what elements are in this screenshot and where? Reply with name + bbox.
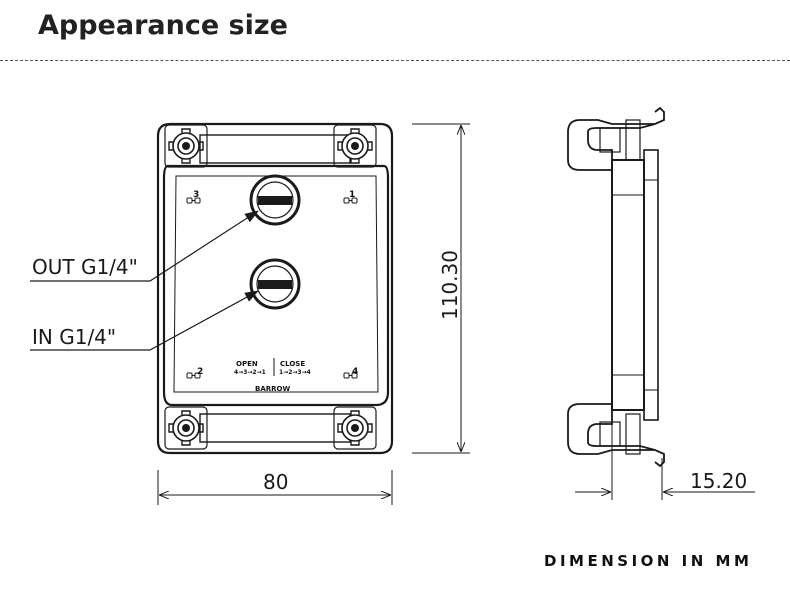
top-strap: [199, 134, 351, 164]
thickness-dimension-label: 15.20: [690, 469, 747, 493]
screw-mark-2: 2: [186, 367, 203, 379]
screw-mark-4-label: 4: [352, 367, 358, 377]
screw-bottom-right-icon: [333, 406, 377, 450]
screw-mark-3: 3: [186, 190, 201, 204]
close-label: CLOSE: [280, 360, 305, 368]
inlet-leader-line: [30, 290, 259, 351]
inlet-port-icon: [249, 258, 301, 310]
screw-mark-4: 4: [343, 367, 358, 379]
screw-mark-3-label: 3: [193, 190, 199, 200]
units-note: DIMENSION IN MM: [544, 552, 753, 570]
side-bottom-clamp: [567, 403, 665, 468]
screw-mark-1: 1: [343, 190, 358, 204]
brand-logo: BARROW: [255, 385, 290, 393]
screw-mark-2-label: 2: [197, 367, 203, 377]
bottom-strap: [199, 413, 351, 443]
screw-top-right-icon: [333, 124, 377, 168]
inlet-label: IN G1/4": [32, 325, 116, 349]
block-body-outline: [162, 164, 390, 407]
width-dimension-label: 80: [263, 470, 288, 494]
side-top-clamp: [567, 106, 665, 171]
mounting-bracket-outline: [156, 122, 394, 455]
height-dimension-label: 110.30: [438, 250, 462, 320]
front-view: 3 1 2 4 OPEN 4→3→2→1 CLOSE 1→2→3→4 BARRO…: [30, 122, 470, 505]
block-inner-outline: [173, 175, 379, 393]
close-sequence: 1→2→3→4: [279, 369, 311, 376]
title-divider: [0, 60, 790, 61]
open-sequence: 4→3→2→1: [234, 369, 266, 376]
outlet-label: OUT G1/4": [32, 255, 138, 279]
page-title: Appearance size: [38, 10, 288, 41]
side-view: 15.20: [567, 106, 755, 500]
outlet-leader-line: [30, 210, 259, 282]
side-cover: [643, 149, 659, 421]
open-label: OPEN: [236, 360, 258, 368]
screw-mark-1-label: 1: [349, 190, 355, 200]
outlet-port-icon: [249, 174, 301, 226]
side-body: [611, 159, 645, 411]
